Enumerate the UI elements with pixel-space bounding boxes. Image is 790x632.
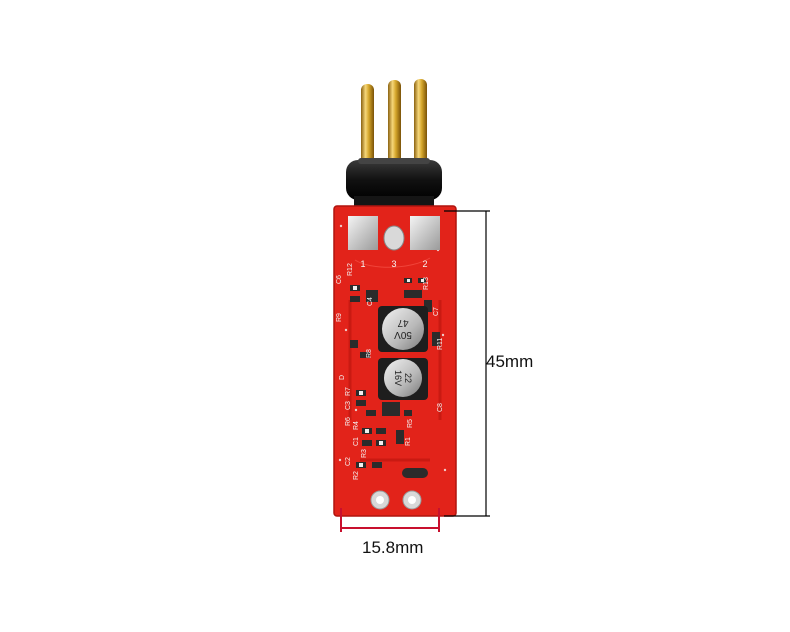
connector-housing <box>346 158 442 208</box>
silk-r6: R6 <box>345 417 352 426</box>
silk-c3: C3 <box>345 401 352 410</box>
silk-r11: R11 <box>437 338 444 350</box>
silk-c2: C2 <box>345 457 352 466</box>
width-dimension <box>340 508 440 532</box>
width-dimension-label: 15.8mm <box>362 538 424 557</box>
silk-r13: R13 <box>423 277 430 290</box>
silk-r8: R8 <box>366 349 373 358</box>
mounting-holes <box>370 490 422 510</box>
solder-pad-1 <box>348 216 378 250</box>
silk-c6: C6 <box>336 275 343 284</box>
silk-r9: R9 <box>336 313 343 322</box>
silk-r5: R5 <box>407 419 414 428</box>
silk-c8: C8 <box>437 403 444 412</box>
solder-joint <box>383 225 405 251</box>
pin-right <box>414 79 427 170</box>
pin-middle <box>388 80 401 170</box>
pin-label-1: 1 <box>360 259 365 269</box>
silk-r7: R7 <box>345 387 352 396</box>
silk-c1: C1 <box>353 437 360 446</box>
silk-r4: R4 <box>353 421 360 430</box>
svg-text:16V: 16V <box>393 370 403 386</box>
pin-label-3: 3 <box>391 259 396 269</box>
silk-d: D <box>339 375 346 380</box>
silk-c7: C7 <box>433 307 440 316</box>
height-dimension-label: 45mm <box>486 352 534 371</box>
capacitor-22uf: 22 16V <box>378 358 428 400</box>
silk-c4: C4 <box>367 297 374 306</box>
silk-r3: R3 <box>361 449 368 458</box>
svg-text:22: 22 <box>403 373 413 383</box>
height-dimension <box>444 210 490 517</box>
silk-r12: R12 <box>347 263 354 276</box>
pin-label-2: 2 <box>422 259 427 269</box>
solder-pad-2 <box>410 216 440 250</box>
silk-r2: R2 <box>353 471 360 480</box>
silk-r1: R1 <box>405 437 412 446</box>
svg-text:50V: 50V <box>394 329 412 340</box>
svg-text:47: 47 <box>397 317 409 328</box>
pin-left <box>361 84 374 170</box>
pcb-board: 1 3 2 <box>333 205 457 517</box>
capacitor-47uf: 50V 47 <box>378 306 428 352</box>
